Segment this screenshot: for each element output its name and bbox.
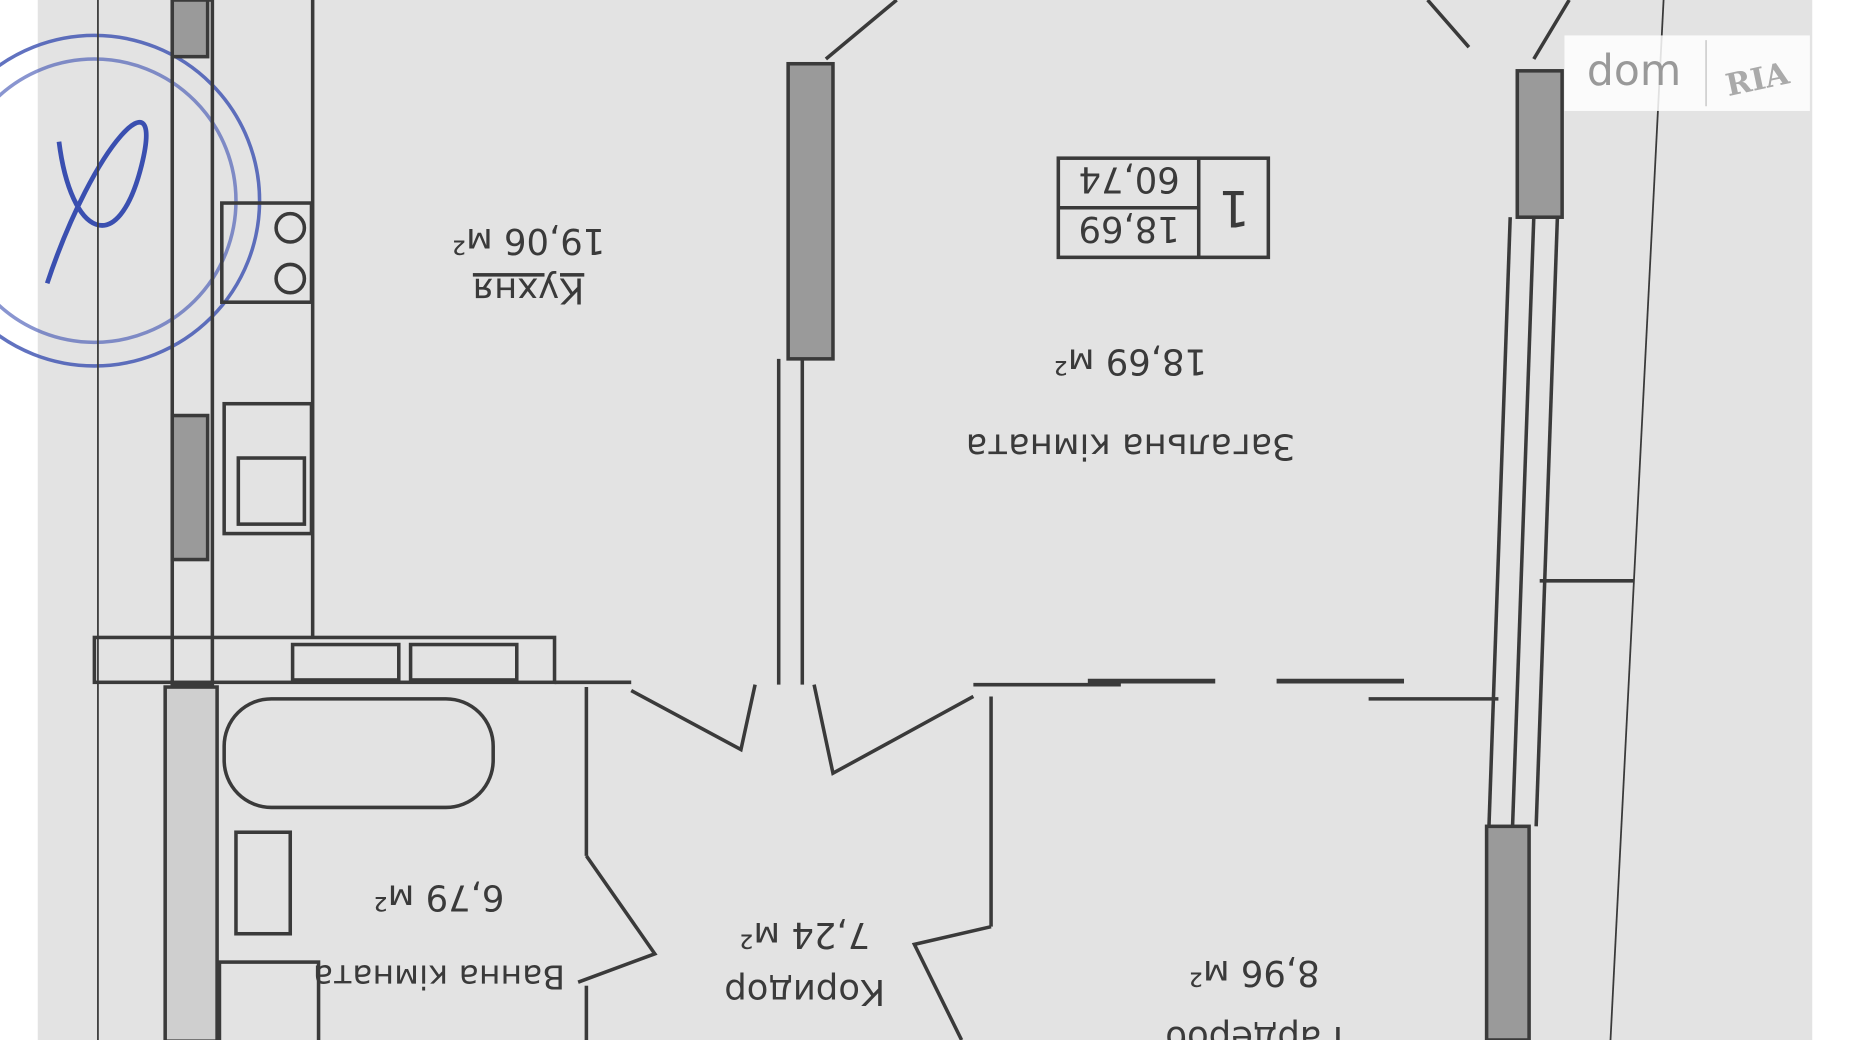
apartment-number: 1 — [1218, 179, 1250, 237]
living-area: 18,69 — [1078, 208, 1179, 249]
room-name: Коридор — [724, 971, 885, 1012]
room-name: Загальна кімната — [966, 425, 1295, 466]
stamp — [0, 33, 262, 368]
room-name: Гардероб — [1165, 1018, 1343, 1040]
room-name: Ванна кімната — [313, 958, 565, 997]
total-area: 60,74 — [1078, 159, 1179, 200]
room-bathroom: Ванна кімната 6,79 м² — [313, 876, 565, 996]
domria-watermark: dom RIA — [1564, 35, 1810, 111]
apartment-summary: 1 18,69 60,74 — [1056, 156, 1271, 260]
watermark-dom: dom — [1587, 47, 1681, 96]
room-area: 6,79 м² — [373, 876, 504, 917]
walls — [92, 0, 1665, 1040]
room-area: 7,24 м² — [739, 914, 870, 955]
room-living: Загальна кімната 18,69 м² — [966, 340, 1295, 466]
room-wardrobe: Гардероб 8,96 м² — [1165, 952, 1343, 1040]
room-name: Кухня — [473, 270, 584, 311]
room-area: 8,96 м² — [1189, 952, 1320, 993]
room-corridor: Коридор 7,24 м² — [724, 914, 885, 1012]
room-area: 19,06 м² — [452, 220, 605, 261]
room-kitchen: Кухня 19,06 м² — [452, 220, 605, 311]
room-area: 18,69 м² — [1054, 340, 1207, 381]
